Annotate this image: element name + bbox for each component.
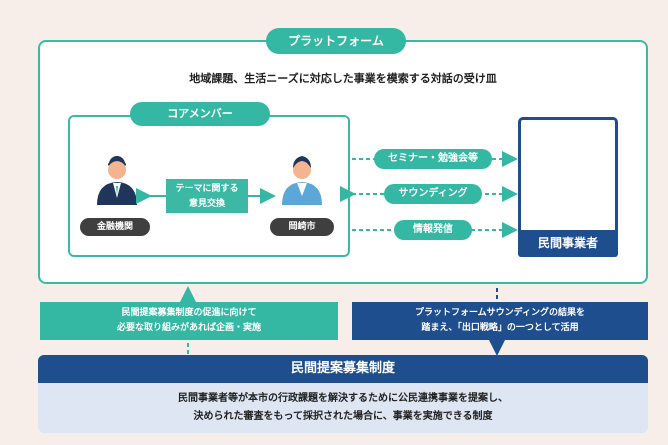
- core-members-title: コアメンバー: [130, 102, 270, 126]
- channel-seminar: セミナー・勉強会等: [374, 149, 492, 169]
- exchange-line-1: テーマに関する: [175, 184, 239, 194]
- channel-sounding: サウンディング: [384, 184, 482, 204]
- right-note: プラットフォームサウンディングの結果を 踏まえ、「出口戦略」の一つとして活用: [352, 302, 648, 340]
- financial-institution-label: 金融機関: [80, 218, 150, 236]
- city-staff-icon: [282, 156, 322, 205]
- private-business-label: 民間事業者: [518, 230, 618, 257]
- left-note: 民間提案募集制度の促進に向けて 必要な取り組みがあれば企画・実施: [40, 302, 338, 340]
- right-note-line-1: プラットフォームサウンディングの結果を: [414, 308, 586, 318]
- platform-subtitle: 地域課題、生活ニーズに対応した事業を模索する対話の受け皿: [189, 72, 497, 85]
- platform-title: プラットフォーム: [266, 28, 406, 54]
- opinion-exchange-box: テーマに関する 意見交換: [166, 179, 248, 213]
- system-desc-line-2: 決められた審査をもって採択された場合に、事業を実施できる制度: [193, 411, 493, 422]
- system-title: 民間提案募集制度: [38, 355, 648, 383]
- exchange-line-2: 意見交換: [188, 199, 225, 209]
- system-desc-line-1: 民間事業者等が本市の行政課題を解決するために公民連携事業を提案し、: [178, 393, 508, 404]
- right-note-line-2: 踏まえ、「出口戦略」の一つとして活用: [421, 323, 579, 333]
- left-note-line-2: 必要な取り組みがあれば企画・実施: [116, 323, 261, 333]
- city-label: 岡崎市: [270, 218, 334, 236]
- system-description: 民間事業者等が本市の行政課題を解決するために公民連携事業を提案し、 決められた審…: [38, 383, 648, 433]
- left-note-line-1: 民間提案募集制度の促進に向けて: [121, 308, 257, 318]
- channel-info: 情報発信: [394, 220, 472, 240]
- banker-icon: [97, 156, 137, 205]
